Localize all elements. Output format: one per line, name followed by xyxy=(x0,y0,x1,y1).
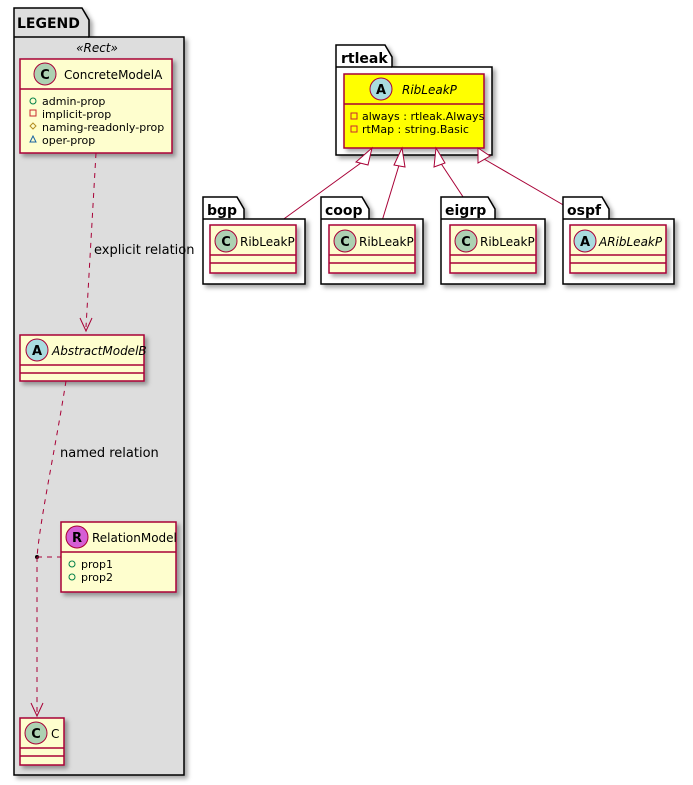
relation-model-name: RelationModel xyxy=(92,531,177,545)
private-icon xyxy=(29,109,37,117)
svg-text:C: C xyxy=(461,235,471,250)
svg-text:C: C xyxy=(340,235,350,250)
concrete-model-name: ConcreteModelA xyxy=(64,68,163,82)
class-a-icon xyxy=(369,77,393,101)
public-icon xyxy=(29,97,37,105)
relation-prop1: prop1 xyxy=(81,558,113,571)
relation-r-icon xyxy=(65,525,89,549)
attr-always: always : rtleak.Always xyxy=(362,110,485,123)
explicit-relation-label: explicit relation xyxy=(94,243,194,258)
rtleak-riblesakp-class[interactable]: A RibLeakP always : rtleak.Always rtMap … xyxy=(343,73,485,149)
private-icon xyxy=(350,125,358,133)
eigrp-class-name: RibLeakP xyxy=(480,235,535,249)
svg-text:C: C xyxy=(40,68,50,83)
legend-stereotype: «Rect» xyxy=(76,41,118,55)
eigrp-package: eigrp C RibLeakP xyxy=(440,196,546,285)
prop-naming-readonly: naming-readonly-prop xyxy=(42,121,164,134)
inheritance-edges xyxy=(280,146,592,222)
public-icon xyxy=(68,560,76,568)
c-model-class[interactable]: C C xyxy=(19,717,65,766)
legend-package: LEGEND «Rect» C ConcreteModelA admin-pro… xyxy=(13,7,194,776)
class-a-icon xyxy=(573,229,597,253)
coop-class-name: RibLeakP xyxy=(359,235,414,249)
svg-text:A: A xyxy=(580,235,590,250)
legend-title: LEGEND xyxy=(17,16,80,32)
coop-package-name: coop xyxy=(325,203,363,219)
class-c-icon xyxy=(33,62,57,86)
bgp-class-name: RibLeakP xyxy=(240,235,295,249)
concrete-model-class[interactable]: C ConcreteModelA admin-prop implicit-pro… xyxy=(19,58,173,154)
class-c-icon xyxy=(24,721,48,745)
package-icon xyxy=(29,134,37,143)
named-relation-label: named relation xyxy=(60,446,159,461)
ospf-ariblesakp-class[interactable]: A ARibLeakP xyxy=(569,224,667,274)
prop-implicit: implicit-prop xyxy=(42,108,111,121)
rtleak-package: rtleak A RibLeakP always : rtleak.Always… xyxy=(335,44,493,156)
class-a-icon xyxy=(25,338,49,362)
ospf-package-name: ospf xyxy=(567,203,602,219)
eigrp-riblesakp-class[interactable]: C RibLeakP xyxy=(449,224,537,274)
class-c-icon xyxy=(454,229,478,253)
abstract-model-class[interactable]: A AbstractModelB xyxy=(19,334,147,382)
svg-text:C: C xyxy=(221,235,231,250)
prop-admin: admin-prop xyxy=(42,95,105,108)
rtleak-class-name: RibLeakP xyxy=(402,83,458,97)
coop-riblesakp-class[interactable]: C RibLeakP xyxy=(328,224,416,274)
prop-oper: oper-prop xyxy=(42,134,95,147)
named-relation-edge: named relation xyxy=(30,380,159,718)
svg-text:R: R xyxy=(72,531,82,546)
coop-package: coop C RibLeakP xyxy=(320,196,424,285)
protected-icon xyxy=(29,122,37,130)
ospf-package: ospf A ARibLeakP xyxy=(562,196,675,285)
ospf-class-name: ARibLeakP xyxy=(598,235,663,249)
explicit-relation-edge: explicit relation xyxy=(79,152,194,333)
bgp-package-name: bgp xyxy=(207,203,237,219)
svg-text:A: A xyxy=(32,344,42,359)
relation-model-class[interactable]: R RelationModel prop1 prop2 xyxy=(60,521,177,593)
private-icon xyxy=(350,112,358,120)
relation-prop2: prop2 xyxy=(81,571,113,584)
public-icon xyxy=(68,573,76,581)
eigrp-package-name: eigrp xyxy=(445,203,486,219)
svg-text:A: A xyxy=(376,83,386,98)
bgp-package: bgp C RibLeakP xyxy=(202,196,306,285)
attr-rtmap: rtMap : string.Basic xyxy=(362,123,469,136)
c-model-name: C xyxy=(51,727,59,741)
abstract-model-name: AbstractModelB xyxy=(51,344,147,358)
class-c-icon xyxy=(333,229,357,253)
bgp-riblesakp-class[interactable]: C RibLeakP xyxy=(209,224,297,274)
rtleak-package-name: rtleak xyxy=(341,51,388,67)
svg-text:C: C xyxy=(31,727,41,742)
class-c-icon xyxy=(214,229,238,253)
